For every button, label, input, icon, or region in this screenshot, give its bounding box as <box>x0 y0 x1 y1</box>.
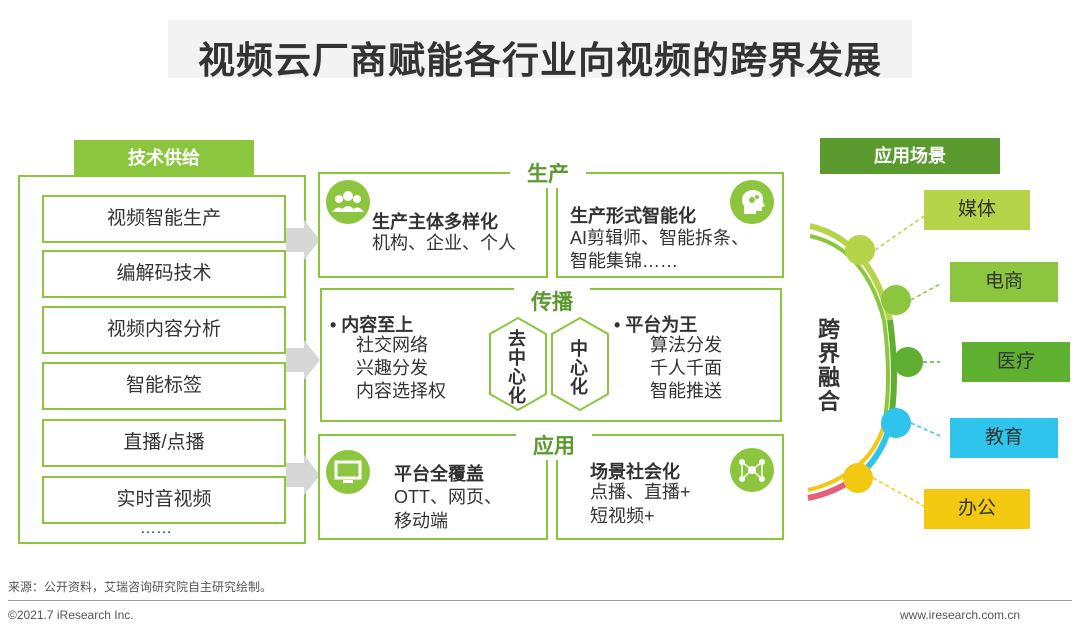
people-icon <box>326 180 370 224</box>
website: www.iresearch.com.cn <box>900 608 1021 622</box>
scene-ecommerce: 电商 <box>950 262 1058 302</box>
production-right-line: 智能集锦…… <box>570 251 678 271</box>
scene-office: 办公 <box>924 489 1030 529</box>
distribution-left-line: 兴趣分发 <box>356 358 428 378</box>
application-right-line: 短视频+ <box>590 506 655 526</box>
distribution-right-title: • 平台为王 <box>614 315 698 335</box>
distribution-right-line: 智能推送 <box>650 381 722 401</box>
scene-education: 教育 <box>950 418 1058 458</box>
scene-media: 媒体 <box>924 190 1030 230</box>
network-icon <box>730 448 774 492</box>
distribution-label: 传播 <box>514 286 590 316</box>
scenes-header: 应用场景 <box>820 138 1000 174</box>
convergence-arc <box>807 215 940 507</box>
convergence-label: 跨界融合 <box>818 317 841 414</box>
tech-item: 视频内容分析 <box>42 306 286 354</box>
distribution-left-title: • 内容至上 <box>330 315 414 335</box>
arrow-icon <box>286 455 320 495</box>
scene-healthcare: 医疗 <box>962 342 1070 382</box>
production-right-line: AI剪辑师、智能拆条、 <box>570 228 750 248</box>
application-left-line: OTT、网页、 <box>394 487 502 507</box>
footer-divider <box>8 600 1072 601</box>
distribution-right-line: 千人千面 <box>650 358 722 378</box>
tv-icon <box>326 450 370 494</box>
distribution-left-line: 内容选择权 <box>356 381 446 401</box>
application-right-title: 场景社会化 <box>590 462 680 482</box>
decentralized-label: 去中心化 <box>508 329 526 406</box>
tech-item: 直播/点播 <box>42 419 286 467</box>
tech-item: 实时音视频 <box>42 476 286 524</box>
hexagon-pair <box>489 316 609 412</box>
tech-item: 视频智能生产 <box>42 195 286 243</box>
arrow-icon <box>286 340 320 380</box>
production-label: 生产 <box>510 158 586 188</box>
distribution-right-line: 算法分发 <box>650 335 722 355</box>
ai-head-icon <box>730 180 774 224</box>
application-right-line: 点播、直播+ <box>590 482 691 502</box>
production-left-line: 机构、企业、个人 <box>372 233 516 253</box>
tech-supply-header: 技术供给 <box>74 140 254 176</box>
centralized-label: 中心化 <box>570 339 588 397</box>
arrow-icon <box>286 220 320 260</box>
distribution-left-line: 社交网络 <box>356 335 428 355</box>
production-left-title: 生产主体多样化 <box>372 212 498 232</box>
tech-item: 智能标签 <box>42 362 286 410</box>
source-note: 来源：公开资料，艾瑞咨询研究院自主研究绘制。 <box>8 580 273 594</box>
application-label: 应用 <box>516 430 592 460</box>
title-background <box>168 20 912 78</box>
application-left-line: 移动端 <box>394 511 448 531</box>
copyright: ©2021.7 iResearch Inc. <box>8 608 134 622</box>
tech-more: …… <box>140 520 172 537</box>
production-right-title: 生产形式智能化 <box>570 206 696 226</box>
application-left-title: 平台全覆盖 <box>394 464 484 484</box>
page-title: 视频云厂商赋能各行业向视频的跨界发展 <box>198 40 882 81</box>
tech-item: 编解码技术 <box>42 250 286 298</box>
